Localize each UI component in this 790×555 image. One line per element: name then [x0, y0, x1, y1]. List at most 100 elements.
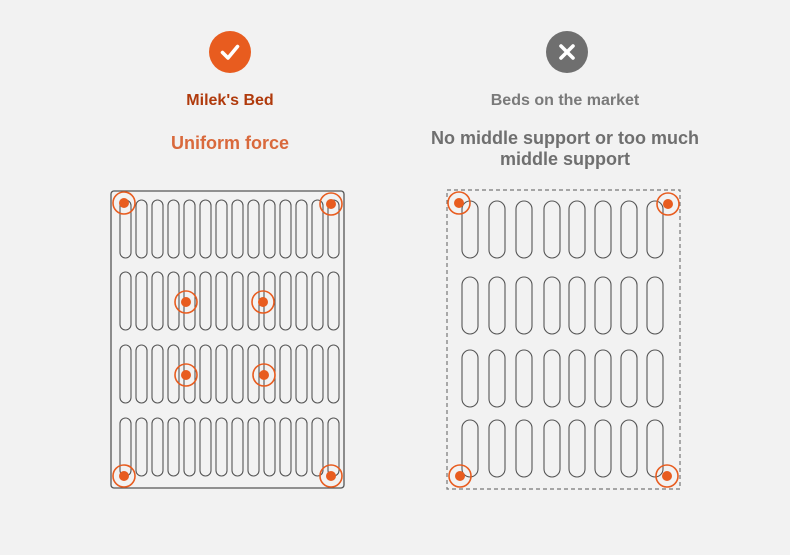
bed-slat [515, 276, 533, 335]
bed-slat [151, 271, 164, 331]
support-point [174, 363, 198, 387]
bed-slat [543, 349, 561, 408]
bed-slat [461, 419, 479, 478]
panel-title: Milek's Bed [186, 92, 274, 109]
bed-slat [247, 271, 260, 331]
bed-slat [594, 200, 612, 259]
bed-slat [215, 417, 228, 477]
bed-slat [167, 344, 180, 404]
support-point [174, 290, 198, 314]
bed-slat [311, 199, 324, 259]
bed-slat [151, 344, 164, 404]
bed-slat [263, 417, 276, 477]
support-point [447, 191, 471, 215]
bed-slat [488, 200, 506, 259]
bed-slat [594, 419, 612, 478]
bed-slat [199, 417, 212, 477]
bed-slat [568, 419, 586, 478]
subtitle-line: No middle support or too much [431, 128, 699, 148]
bed-slat [594, 276, 612, 335]
bed-slat [167, 199, 180, 259]
bed-slat [215, 344, 228, 404]
support-point [112, 191, 136, 215]
bed-slat [568, 349, 586, 408]
bed-slat [646, 419, 664, 478]
bed-frame-outline [446, 189, 681, 490]
bed-slat [199, 344, 212, 404]
bed-slat [295, 271, 308, 331]
milek-bed-slats [119, 199, 340, 477]
bed-slat [488, 276, 506, 335]
bed-slat [461, 349, 479, 408]
bed-slat [135, 344, 148, 404]
milek-bed-panel: Milek's Bed Uniform force [170, 31, 289, 153]
cross-icon [546, 31, 588, 73]
bed-slat [488, 349, 506, 408]
market-bed-support-points [447, 191, 680, 488]
market-beds-panel: Beds on the market No middle support or … [395, 0, 790, 555]
bed-slat [327, 271, 340, 331]
support-point [112, 464, 136, 488]
support-point [656, 192, 680, 216]
bed-slat [119, 344, 132, 404]
bed-slat [461, 276, 479, 335]
bed-slat [311, 344, 324, 404]
market-bed-frame [446, 189, 681, 490]
bed-slat [515, 200, 533, 259]
bed-slat [247, 199, 260, 259]
bed-slat [311, 417, 324, 477]
bed-slat [620, 200, 638, 259]
bed-slat [620, 276, 638, 335]
bed-slat [231, 199, 244, 259]
bed-slat [488, 419, 506, 478]
bed-slat [515, 419, 533, 478]
bed-slat [247, 417, 260, 477]
bed-slat [231, 417, 244, 477]
bed-slat [151, 199, 164, 259]
bed-slat [231, 271, 244, 331]
bed-slat [279, 271, 292, 331]
bed-slat [646, 349, 664, 408]
bed-slat [263, 199, 276, 259]
bed-slat [515, 349, 533, 408]
bed-frame-outline [110, 190, 345, 489]
bed-slat [167, 271, 180, 331]
bed-slat [183, 199, 196, 259]
bed-slat [167, 417, 180, 477]
bed-slat [279, 417, 292, 477]
bed-slat [279, 199, 292, 259]
bed-slat [327, 344, 340, 404]
bed-slat [295, 344, 308, 404]
support-point [252, 363, 276, 387]
milek-bed-frame [110, 190, 345, 489]
bed-slat [461, 200, 479, 259]
bed-slat [215, 199, 228, 259]
check-icon [209, 31, 251, 73]
panel-subtitle: No middle support or too much middle sup… [395, 128, 735, 170]
bed-slat [543, 276, 561, 335]
milek-bed-support-points [112, 191, 343, 488]
bed-slat [620, 349, 638, 408]
bed-slat [215, 271, 228, 331]
bed-slat [311, 271, 324, 331]
bed-slat [279, 344, 292, 404]
subtitle-line: middle support [500, 149, 630, 169]
bed-slat [135, 271, 148, 331]
support-point [448, 464, 472, 488]
bed-slat [568, 276, 586, 335]
support-point [655, 464, 679, 488]
bed-slat [620, 419, 638, 478]
bed-slat [199, 199, 212, 259]
support-point [319, 464, 343, 488]
support-point [319, 192, 343, 216]
bed-slat [183, 417, 196, 477]
bed-slat [594, 349, 612, 408]
bed-slat [119, 199, 132, 259]
panel-subtitle: Uniform force [170, 133, 289, 153]
bed-slat [568, 200, 586, 259]
bed-slat [119, 271, 132, 331]
bed-slat [135, 417, 148, 477]
bed-slat [247, 344, 260, 404]
